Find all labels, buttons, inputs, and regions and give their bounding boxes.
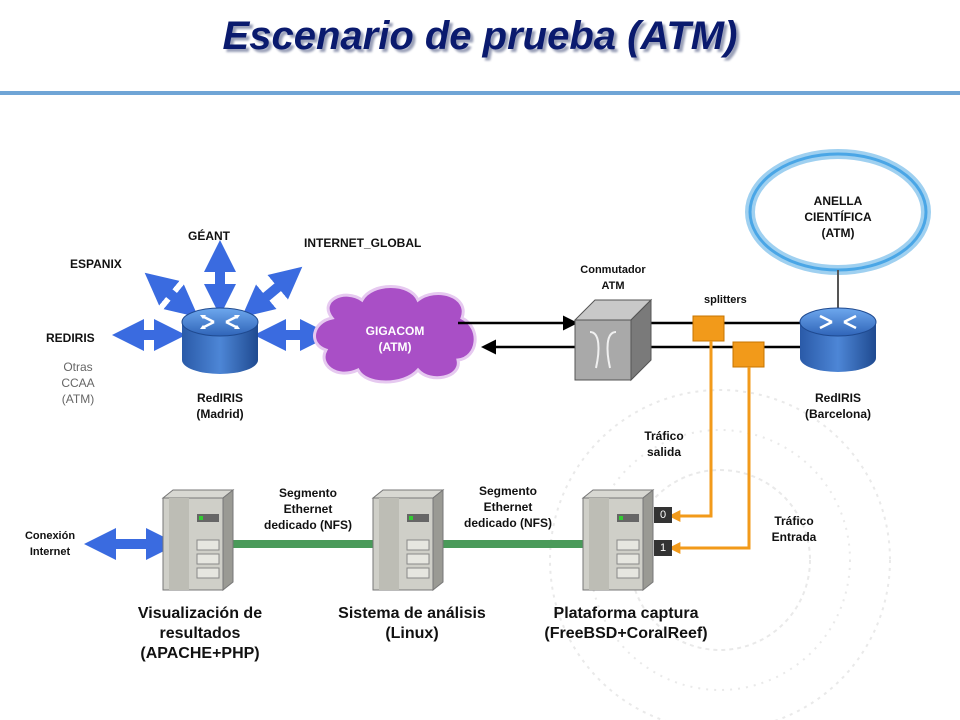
label-router-barcelona: RedIRIS (Barcelona) bbox=[804, 391, 872, 421]
server-captura-icon bbox=[581, 488, 655, 592]
server-analisis-icon bbox=[371, 488, 445, 592]
label-otras-ccaa: Otras CCAA (ATM) bbox=[61, 360, 95, 406]
traffic-out-line bbox=[668, 341, 713, 522]
internet-global-link-arrow bbox=[241, 266, 303, 318]
splitter-in bbox=[732, 341, 765, 368]
anella-ring bbox=[745, 149, 931, 313]
label-switch: Conmutador ATM bbox=[580, 264, 646, 292]
label-geant: GÉANT bbox=[188, 229, 230, 243]
espanix-link-arrow bbox=[144, 272, 199, 318]
label-server-analisis: Sistema de análisis (Linux) bbox=[338, 605, 486, 642]
server-visualizacion-icon bbox=[161, 488, 235, 592]
traffic-in-line bbox=[668, 367, 751, 554]
atm-switch-icon bbox=[573, 298, 653, 382]
label-traffic-out: Tráfico salida bbox=[644, 429, 684, 459]
label-internet: Conexión Internet bbox=[24, 530, 76, 558]
router-barcelona-icon bbox=[799, 307, 877, 372]
label-rediris: REDIRIS bbox=[46, 331, 95, 345]
label-gigacom: GIGACOM (ATM) bbox=[365, 324, 425, 354]
capture-port-0: 0 bbox=[654, 507, 672, 523]
splitter-out bbox=[692, 315, 725, 342]
label-splitters: splitters bbox=[704, 294, 747, 306]
label-anella: ANELLA CIENTÍFICA (ATM) bbox=[804, 194, 872, 240]
label-router-madrid: RedIRIS (Madrid) bbox=[196, 391, 244, 421]
label-segment-1: Segmento Ethernet dedicado (NFS) bbox=[263, 486, 352, 532]
label-espanix: ESPANIX bbox=[70, 257, 122, 271]
traffic-lines bbox=[668, 341, 751, 554]
atm-lines bbox=[458, 315, 803, 355]
label-server-captura: Plataforma captura (FreeBSD+CoralReef) bbox=[544, 605, 708, 642]
label-internet-global: INTERNET_GLOBAL bbox=[304, 236, 422, 250]
label-traffic-in: Tráfico Entrada bbox=[771, 514, 817, 544]
page-title: Escenario de prueba (ATM) bbox=[222, 14, 738, 58]
label-segment-2: Segmento Ethernet dedicado (NFS) bbox=[463, 484, 552, 530]
gigacom-cloud bbox=[313, 285, 477, 384]
label-server-visualizacion: Visualización de resultados (APACHE+PHP) bbox=[137, 605, 263, 662]
router-madrid-icon bbox=[181, 307, 259, 374]
capture-port-1: 1 bbox=[654, 540, 672, 556]
madrid-links bbox=[111, 239, 333, 352]
